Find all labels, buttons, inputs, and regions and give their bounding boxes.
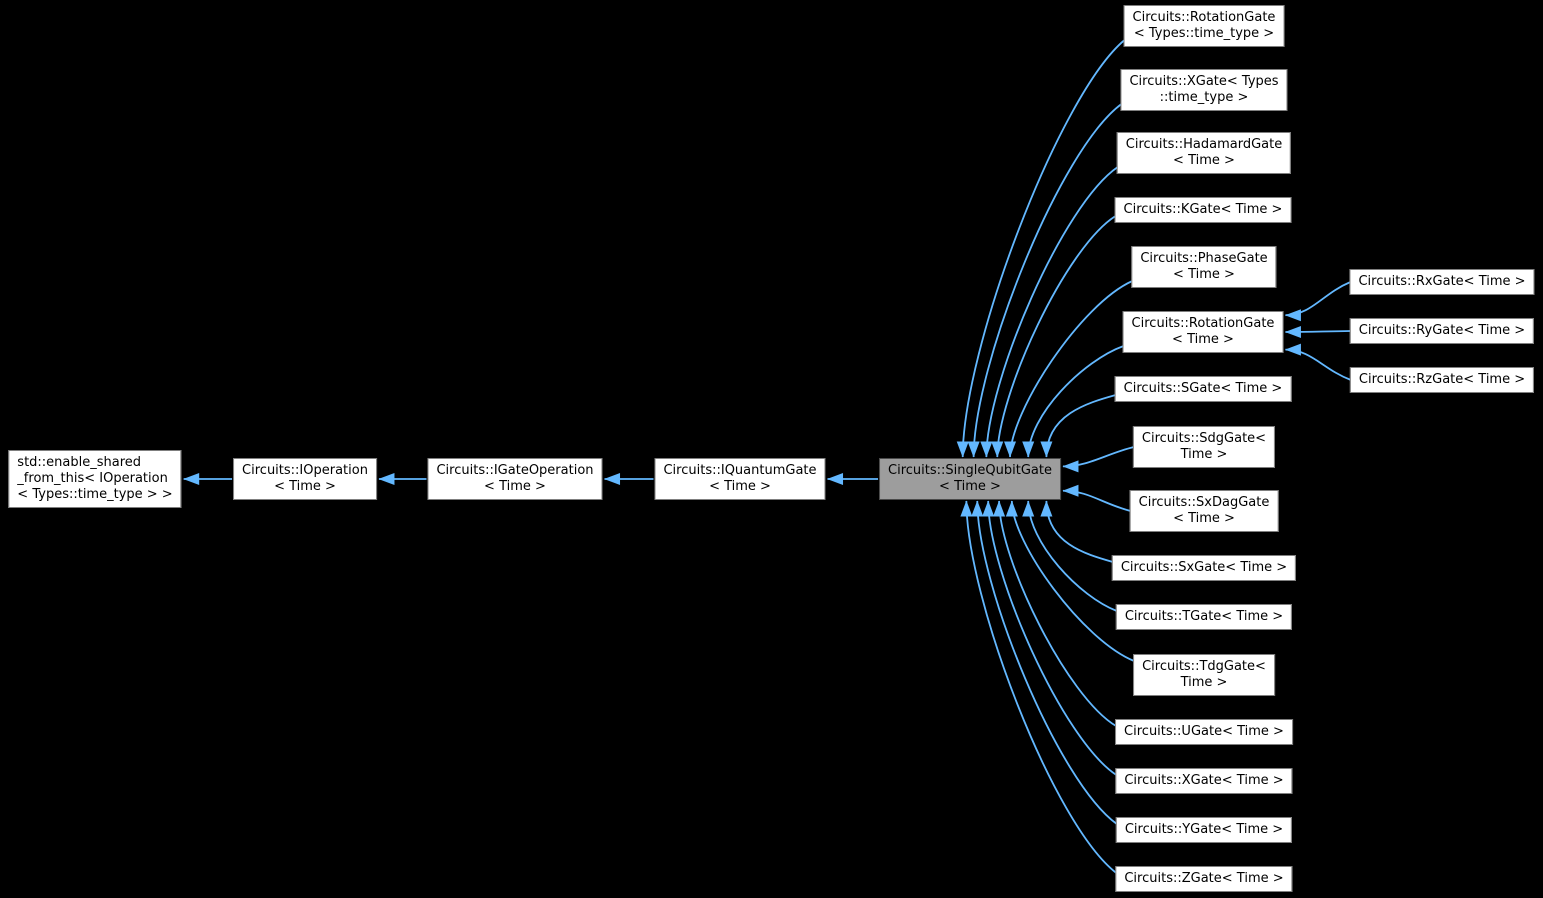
inheritance-edge-rzgate-to-rotationgate	[1284, 343, 1352, 381]
class-node-label: Circuits::XGate< Types ::time_type >	[1129, 74, 1279, 105]
class-node-iquantumgate[interactable]: Circuits::IQuantumGate < Time >	[654, 458, 826, 500]
class-node-label: Circuits::TGate< Time >	[1124, 609, 1284, 624]
inheritance-edge-ugate-to-singlequbitgate	[993, 500, 1117, 727]
class-node-label: Circuits::PhaseGate < Time >	[1140, 251, 1268, 282]
class-node-sxdaggate[interactable]: Circuits::SxDagGate < Time >	[1129, 490, 1279, 532]
class-node-label: Circuits::HadamardGate < Time >	[1125, 137, 1283, 168]
class-node-singlequbitgate-current: Circuits::SingleQubitGate < Time >	[879, 458, 1061, 500]
class-node-label: Circuits::KGate< Time >	[1123, 202, 1283, 217]
class-node-label: Circuits::IOperation < Time >	[242, 463, 368, 494]
class-node-xgate[interactable]: Circuits::XGate< Time >	[1115, 768, 1293, 794]
class-node-label: Circuits::SxGate< Time >	[1120, 560, 1288, 575]
inheritance-edge-kgate-to-singlequbitgate	[991, 215, 1117, 458]
inheritance-edge-xgate_types-to-singlequbitgate	[967, 103, 1122, 458]
inheritance-edge-sdggate-to-singlequbitgate	[1062, 446, 1135, 473]
class-node-label: Circuits::XGate< Time >	[1124, 773, 1284, 788]
class-node-xgate-types-time-type[interactable]: Circuits::XGate< Types ::time_type >	[1120, 69, 1288, 111]
inheritance-edge-rygate-to-rotationgate	[1284, 325, 1351, 338]
class-node-label: Circuits::RzGate< Time >	[1358, 372, 1526, 387]
inheritance-edge-ygate-to-singlequbitgate	[971, 500, 1118, 825]
class-node-label: Circuits::RxGate< Time >	[1358, 274, 1526, 289]
inheritance-edge-hadamardgate-to-singlequbitgate	[980, 166, 1119, 458]
class-node-phasegate[interactable]: Circuits::PhaseGate < Time >	[1131, 246, 1277, 288]
class-node-hadamardgate[interactable]: Circuits::HadamardGate < Time >	[1116, 132, 1292, 174]
class-node-zgate[interactable]: Circuits::ZGate< Time >	[1115, 866, 1293, 892]
class-node-label: Circuits::SdgGate< Time >	[1141, 431, 1267, 462]
class-node-rzgate[interactable]: Circuits::RzGate< Time >	[1349, 367, 1535, 393]
inheritance-edge-sgate-to-singlequbitgate	[1040, 394, 1116, 458]
class-node-label: Circuits::IGateOperation < Time >	[436, 463, 594, 494]
class-node-label: Circuits::SGate< Time >	[1123, 381, 1283, 396]
class-node-label: Circuits::TdgGate< Time >	[1142, 659, 1266, 690]
inheritance-edge-rxgate-to-rotationgate	[1284, 281, 1351, 322]
class-node-label: Circuits::IQuantumGate < Time >	[663, 463, 817, 494]
inheritance-edge-rotationgate_types-to-singlequbitgate	[956, 39, 1126, 458]
inheritance-edge-rotationgate-to-singlequbitgate	[1022, 345, 1124, 458]
class-node-ugate[interactable]: Circuits::UGate< Time >	[1115, 719, 1293, 745]
class-node-label: Circuits::RotationGate < Time >	[1131, 316, 1275, 347]
inheritance-edge-xgate-to-singlequbitgate	[982, 500, 1117, 776]
class-node-rotationgate[interactable]: Circuits::RotationGate < Time >	[1122, 311, 1284, 353]
class-node-sgate[interactable]: Circuits::SGate< Time >	[1114, 376, 1292, 402]
class-node-rxgate[interactable]: Circuits::RxGate< Time >	[1349, 269, 1535, 295]
class-node-ygate[interactable]: Circuits::YGate< Time >	[1115, 817, 1293, 843]
inheritance-edge-sxgate-to-singlequbitgate	[1040, 500, 1114, 563]
class-node-rygate[interactable]: Circuits::RyGate< Time >	[1349, 318, 1535, 344]
class-node-sdggate[interactable]: Circuits::SdgGate< Time >	[1132, 426, 1276, 468]
inheritance-edge-phasegate-to-singlequbitgate	[1004, 280, 1133, 458]
class-node-kgate[interactable]: Circuits::KGate< Time >	[1114, 197, 1292, 223]
inheritance-edge-sxdaggate-to-singlequbitgate	[1062, 484, 1131, 512]
inheritance-edge-tdggate-to-singlequbitgate	[1005, 500, 1135, 662]
class-node-label: std::enable_shared _from_this< IOperatio…	[17, 455, 173, 502]
class-node-label: Circuits::SingleQubitGate < Time >	[888, 463, 1052, 494]
inheritance-edge-zgate-to-singlequbitgate	[960, 500, 1117, 874]
class-node-tdggate[interactable]: Circuits::TdgGate< Time >	[1133, 654, 1275, 696]
class-node-label: Circuits::UGate< Time >	[1124, 724, 1284, 739]
class-node-tgate[interactable]: Circuits::TGate< Time >	[1115, 604, 1293, 630]
class-node-sxgate[interactable]: Circuits::SxGate< Time >	[1111, 555, 1297, 581]
class-node-label: Circuits::RyGate< Time >	[1358, 323, 1526, 338]
class-node-label: Circuits::SxDagGate < Time >	[1138, 495, 1270, 526]
class-node-label: Circuits::RotationGate < Types::time_typ…	[1132, 10, 1276, 41]
class-node-label: Circuits::YGate< Time >	[1124, 822, 1284, 837]
class-node-label: Circuits::ZGate< Time >	[1124, 871, 1284, 886]
class-node-std-enable-shared-from-this[interactable]: std::enable_shared _from_this< IOperatio…	[8, 450, 182, 508]
class-node-rotationgate-types-time-type[interactable]: Circuits::RotationGate < Types::time_typ…	[1123, 5, 1285, 47]
class-node-ioperation[interactable]: Circuits::IOperation < Time >	[233, 458, 377, 500]
class-node-igateoperation[interactable]: Circuits::IGateOperation < Time >	[427, 458, 603, 500]
inheritance-edge-tgate-to-singlequbitgate	[1022, 500, 1118, 612]
